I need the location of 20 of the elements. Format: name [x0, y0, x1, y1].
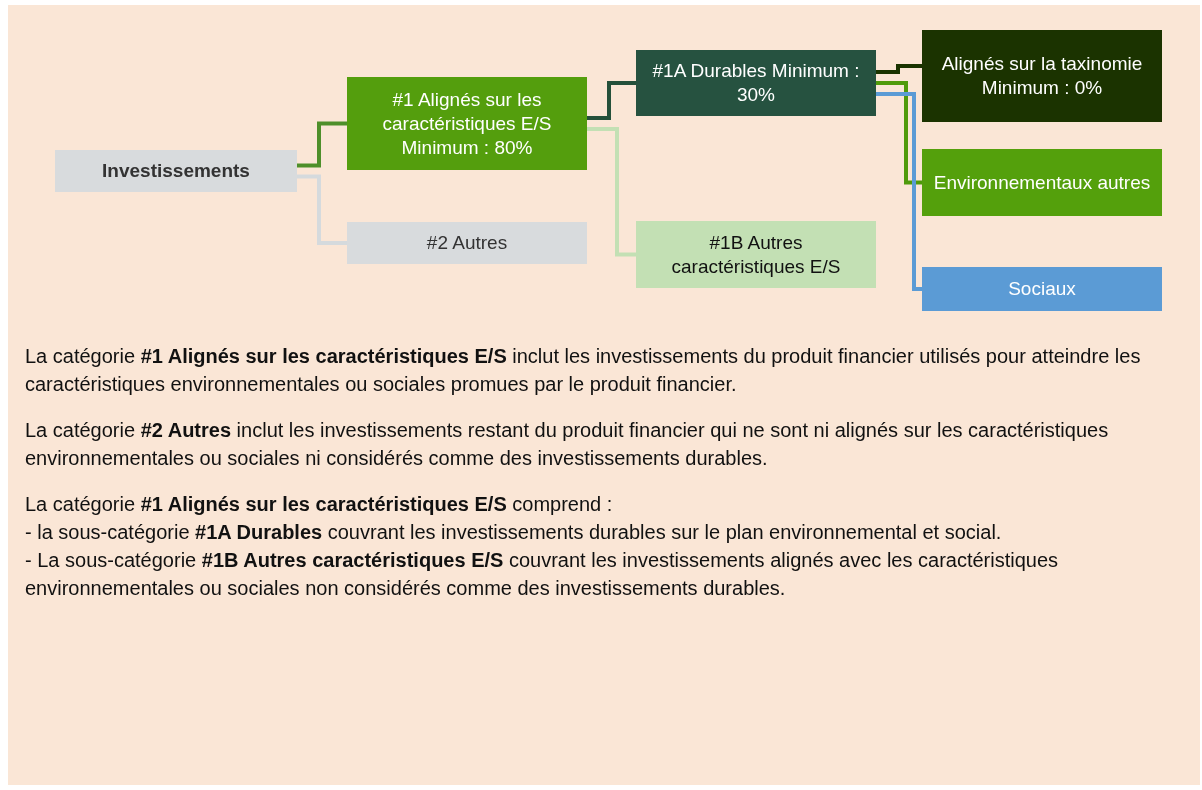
description-paragraph: - La sous-catégorie #1B Autres caractéristiques E/S couvrant les investissements alignés avec les caractéristiques environnementales ou sociales non considérés comme des investissements durables.: [25, 548, 1060, 601]
category-box: #1B Autres caractéristiques E/S: [636, 221, 876, 288]
connector-line: [297, 121, 347, 168]
description-paragraph: La catégorie #1 Alignés sur les caractéristiques E/S comprend :: [25, 492, 614, 517]
connector-line: [587, 127, 636, 257]
category-box: Investissements: [55, 150, 297, 192]
category-box: Environnementaux autres: [922, 149, 1162, 216]
category-box: #1 Alignés sur les caractéristiques E/S Minimum : 80%: [347, 77, 587, 170]
description-paragraph: La catégorie #1 Alignés sur les caractéristiques E/S inclut les investissements du produit financier utilisés pour atteindre les caractéristiques environnementales ou sociales promues par le produit financier.: [25, 344, 1142, 397]
category-box: Sociaux: [922, 267, 1162, 311]
description-paragraph: La catégorie #2 Autres inclut les investissements restant du produit financier qui ne sont ni alignés sur les caractéristiques environnementales ou sociales ni considérés comme des investissements durables.: [25, 418, 1110, 471]
connector-line: [876, 92, 922, 291]
description-paragraph: - la sous-catégorie #1A Durables couvrant les investissements durables sur le plan environnemental et social.: [25, 520, 1003, 545]
category-box: Alignés sur la taxinomie Minimum : 0%: [922, 30, 1162, 122]
category-box: #1A Durables Minimum : 30%: [636, 50, 876, 116]
category-box: #2 Autres: [347, 222, 587, 264]
connector-line: [876, 64, 922, 74]
connector-line: [587, 81, 636, 120]
connector-line: [297, 174, 347, 245]
connector-line: [876, 81, 922, 185]
